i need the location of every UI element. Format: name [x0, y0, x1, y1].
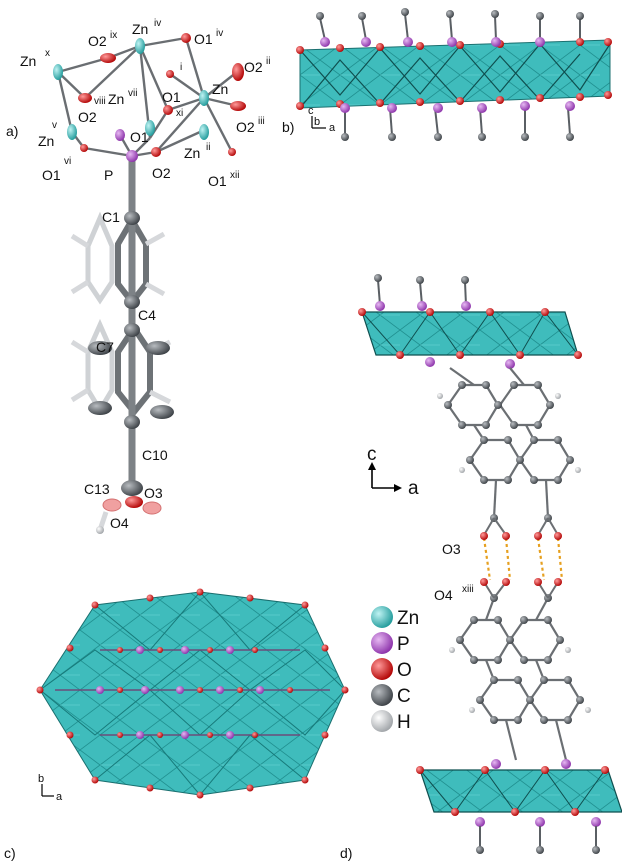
panel-c-axes: b a: [38, 773, 63, 803]
legend-label-h: H: [397, 712, 411, 733]
label-o2-iii: O2: [236, 119, 255, 135]
panel-c-axis-a: a: [56, 791, 63, 803]
legend-label-o: O: [397, 660, 412, 681]
panel-c: b a c): [4, 588, 349, 861]
sup-o2-iii: iii: [258, 116, 265, 127]
legend-swatch-p: [371, 632, 393, 654]
label-zn-iv: Zn: [132, 21, 148, 37]
panel-c-label: c): [4, 845, 16, 861]
label-zn-v: Zn: [38, 133, 54, 149]
panel-b-label: b): [282, 119, 294, 135]
panel-d-axes: c a: [367, 444, 419, 499]
label-o1: O1: [130, 129, 149, 145]
label-p: P: [104, 167, 113, 183]
label-o1-xii: O1: [208, 173, 227, 189]
sup-zn-vii: vii: [128, 88, 137, 99]
panel-b-axis-c: c: [308, 105, 314, 117]
legend-label-zn: Zn: [397, 608, 419, 629]
legend: Zn P O C H: [371, 606, 419, 733]
sup-xi: xi: [176, 108, 183, 119]
label-c1: C1: [102, 209, 120, 225]
sup-zn-v: v: [52, 120, 57, 131]
label-o3: O3: [144, 485, 163, 501]
panel-d-axis-c: c: [367, 444, 377, 465]
label-zn-x: Zn: [20, 53, 36, 69]
sup-o1-iv: iv: [216, 28, 223, 39]
panel-c-axis-b: b: [38, 773, 44, 785]
sup-o2-ix: ix: [110, 30, 117, 41]
label-c10: C10: [142, 447, 168, 463]
panel-a-atoms: [53, 33, 246, 162]
sup-o1-i: i: [180, 62, 182, 73]
legend-swatch-h: [371, 710, 393, 732]
panel-d-axis-a: a: [408, 478, 419, 499]
sup-o1-xii: xii: [230, 170, 239, 181]
legend-label-p: P: [397, 634, 410, 655]
panel-b-axis-b: b: [314, 116, 320, 128]
panel-d-sup-o4: xiii: [462, 584, 474, 595]
sup-o2-ii: ii: [266, 56, 270, 67]
label-zn-vii: Zn: [108, 91, 124, 107]
legend-swatch-zn: [371, 606, 393, 628]
label-o2-ii: O2: [244, 59, 263, 75]
label-o1-iv: O1: [194, 31, 213, 47]
label-o4: O4: [110, 515, 129, 531]
legend-swatch-c: [371, 684, 393, 706]
sup-zn-ii: ii: [206, 142, 210, 153]
sup-o1-vi: vi: [64, 156, 71, 167]
panel-a-labels: Zn x O2 ix Zn iv O1 iv i O2 ii Zn O2 vii…: [20, 18, 270, 531]
label-o2-ix: O2: [88, 33, 107, 49]
panel-a-ligand: [70, 158, 174, 534]
sup-o2-viii: viii: [94, 96, 106, 107]
label-zn: Zn: [212, 81, 228, 97]
panel-b-axis-a: a: [329, 122, 336, 134]
legend-label-c: C: [397, 686, 411, 707]
panel-d-hydrogen-bonds: [482, 537, 564, 581]
sup-zn-x: x: [45, 48, 50, 59]
label-zn-ii: Zn: [184, 145, 200, 161]
panel-d-label-o3: O3: [442, 541, 461, 557]
panel-a: Zn x O2 ix Zn iv O1 iv i O2 ii Zn O2 vii…: [6, 18, 270, 534]
legend-swatch-o: [371, 658, 393, 680]
panel-b-axes: c b a: [308, 105, 336, 134]
label-o2-viii: O2: [78, 109, 97, 125]
panel-c-layer: [39, 591, 346, 796]
label-c4: C4: [138, 307, 156, 323]
panel-d: c a O3 O4 xiii Zn P O C H d): [340, 274, 622, 861]
panel-d-label: d): [340, 845, 352, 861]
label-c7: C7: [96, 339, 114, 355]
label-o2: O2: [152, 165, 171, 181]
label-o1-vi: O1: [42, 167, 61, 183]
panel-b: c b a b): [282, 8, 612, 141]
panel-d-label-o4: O4: [434, 587, 453, 603]
sup-zn-iv: iv: [154, 18, 161, 29]
label-o1-upper: O1: [162, 89, 181, 105]
panel-b-layer: [299, 39, 611, 109]
panel-a-label: a): [6, 123, 18, 139]
label-c13: C13: [84, 481, 110, 497]
